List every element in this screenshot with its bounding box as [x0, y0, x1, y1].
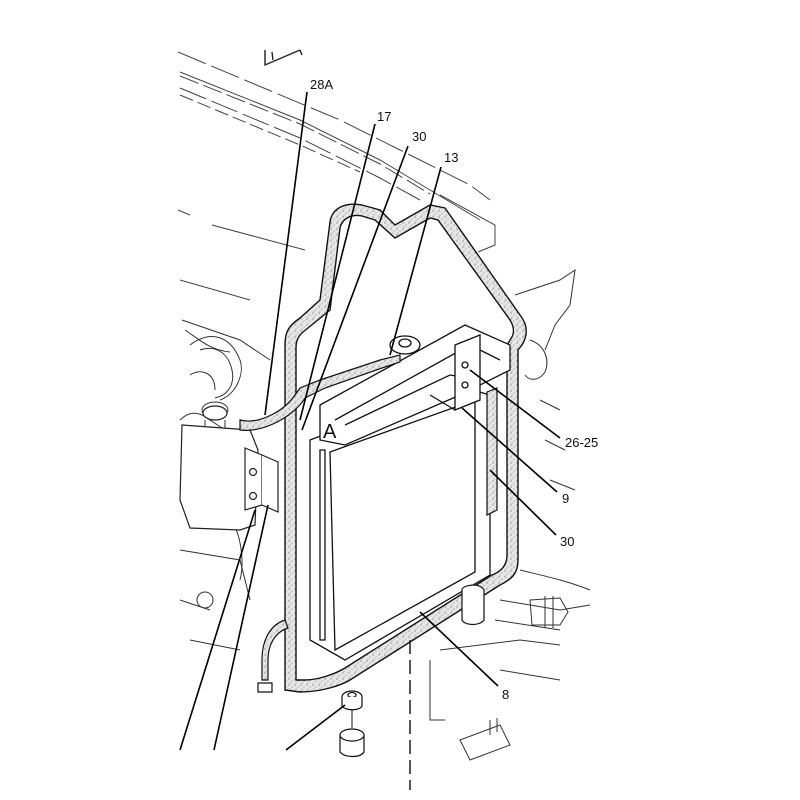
right-machinery [429, 268, 591, 761]
leader-28a [264, 91, 308, 416]
callout-13: 13 [444, 150, 459, 165]
right-foam-strip [486, 387, 498, 516]
callout-30-top: 30 [412, 129, 427, 144]
top-bracket [264, 49, 303, 67]
leader-26-25 [469, 369, 561, 439]
leader-bottom-1 [179, 509, 256, 751]
leader-lines [179, 91, 561, 751]
hood-panel-lines [177, 51, 496, 301]
callout-8: 8 [502, 687, 510, 702]
radiator-core [309, 384, 491, 661]
left-mount-bracket [244, 447, 279, 513]
coolant-reservoir [179, 405, 259, 531]
leader-bottom-2 [213, 504, 269, 751]
leader-bottom-3 [285, 704, 346, 751]
top-hose [239, 354, 401, 431]
bottom-left-hose [257, 619, 289, 693]
callout-30-right: 30 [560, 534, 575, 549]
leader-8 [419, 611, 499, 687]
leader-17 [299, 123, 376, 421]
callout-26-25: 26-25 [565, 435, 599, 450]
callout-28a: 28A [310, 77, 334, 92]
bracket-9 [429, 334, 481, 411]
bottom-mount [339, 584, 485, 790]
callout-17: 17 [377, 109, 392, 124]
leader-30-top [301, 145, 409, 431]
view-marker-a: A [323, 421, 337, 443]
callout-9: 9 [562, 491, 570, 506]
leader-13 [389, 166, 442, 356]
leader-30-right [489, 469, 557, 536]
leader-9 [461, 407, 558, 493]
